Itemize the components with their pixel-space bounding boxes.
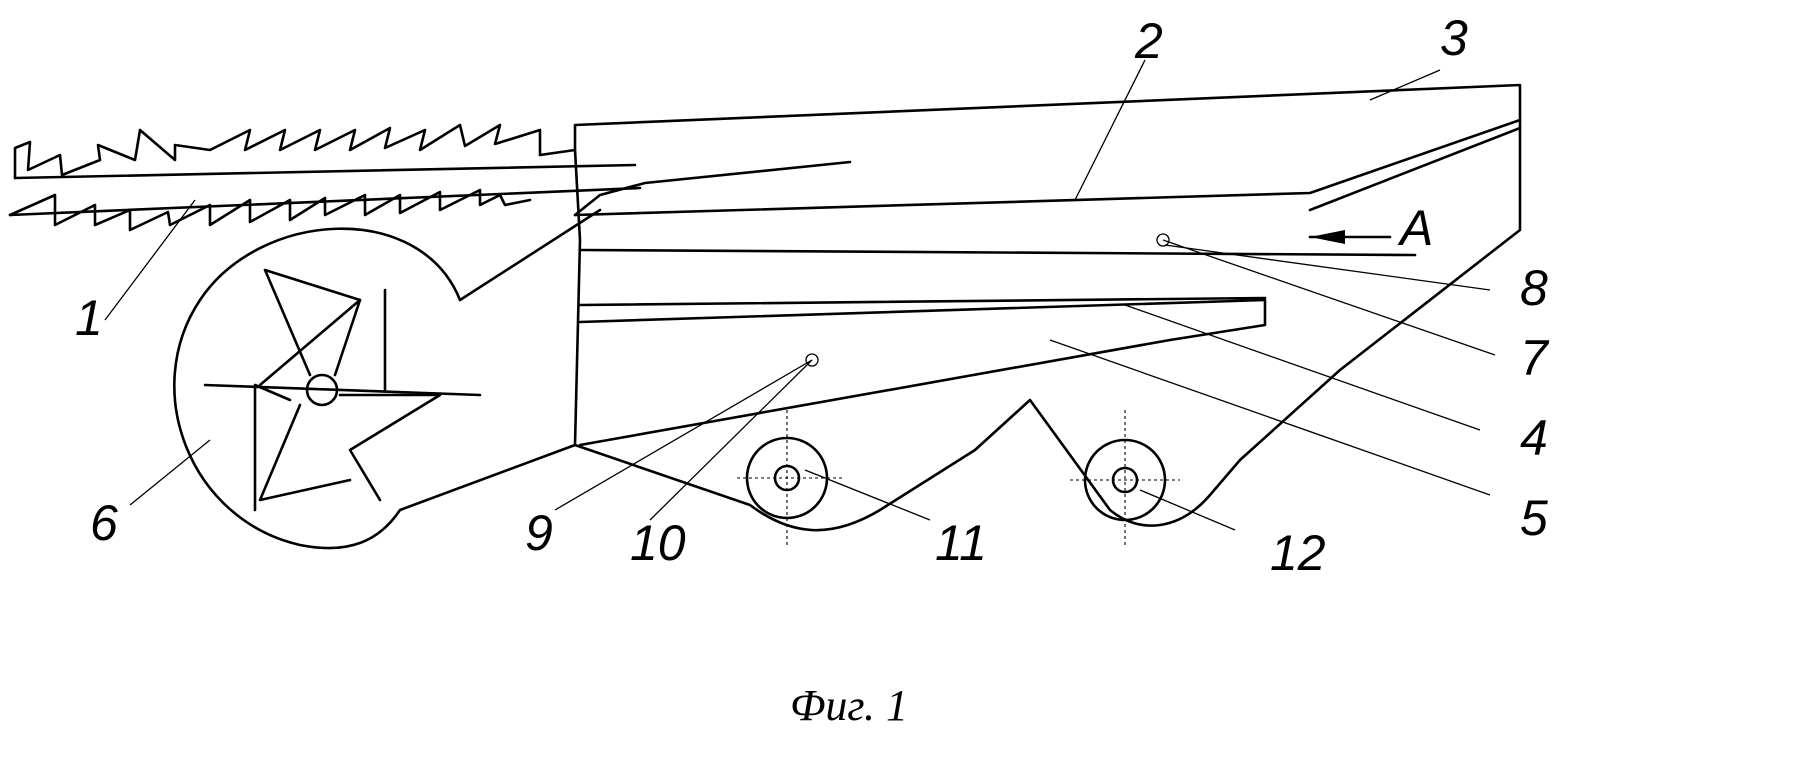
callout-7: 7 bbox=[1520, 330, 1550, 386]
callout-10: 10 bbox=[630, 515, 686, 571]
view-arrow bbox=[1308, 230, 1392, 244]
pivot-8 bbox=[1156, 233, 1170, 247]
callout-11: 11 bbox=[935, 515, 987, 571]
callout-6: 6 bbox=[90, 495, 118, 551]
frame bbox=[573, 83, 1522, 532]
pivot-10 bbox=[805, 353, 819, 367]
callout-2: 2 bbox=[1134, 13, 1163, 69]
callout-5: 5 bbox=[1520, 490, 1548, 546]
leader-lines bbox=[104, 59, 1496, 531]
toothed-bar-lower bbox=[8, 186, 642, 232]
fan-impeller bbox=[203, 268, 482, 512]
callout-8: 8 bbox=[1520, 260, 1548, 316]
callout-1: 1 bbox=[75, 290, 103, 346]
figure-caption: Фиг. 1 bbox=[790, 681, 908, 730]
callout-12: 12 bbox=[1270, 525, 1326, 581]
roller-11 bbox=[737, 410, 845, 545]
callout-4: 4 bbox=[1520, 410, 1548, 466]
fan-housing bbox=[173, 208, 602, 550]
view-label: A bbox=[1397, 200, 1433, 256]
toothed-bar-upper bbox=[13, 123, 637, 180]
callout-9: 9 bbox=[525, 505, 553, 561]
roller-12 bbox=[1070, 410, 1180, 545]
callout-3: 3 bbox=[1440, 10, 1468, 66]
